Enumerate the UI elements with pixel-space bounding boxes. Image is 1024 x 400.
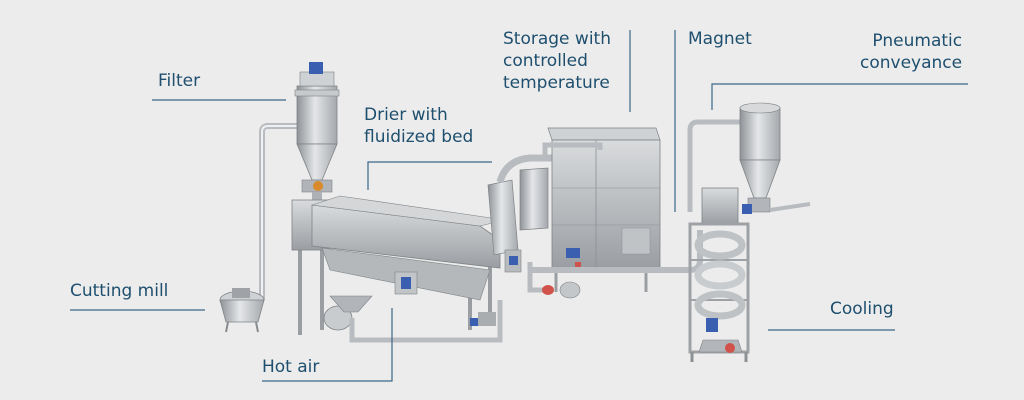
hot-air-pipe: [349, 300, 503, 343]
label-hot-air: Hot air: [262, 357, 320, 377]
label-storage: Storage with controlled temperature: [503, 29, 611, 93]
leader-hot-air: [262, 308, 393, 382]
label-filter: Filter: [158, 71, 201, 91]
label-drier: Drier with fluidized bed: [364, 105, 474, 147]
drier-unit: [291, 154, 560, 343]
filter-motor: [309, 62, 323, 74]
leader-pneumatic: [711, 83, 968, 110]
magnet-box: [701, 187, 739, 225]
label-cooling: Cooling: [830, 299, 894, 319]
label-cutting-mill: Cutting mill: [70, 281, 169, 301]
pneumatic-receiver: [739, 107, 781, 161]
filter-unit: [259, 62, 340, 300]
storage-unit: [527, 127, 703, 299]
label-magnet: Magnet: [688, 29, 752, 49]
cutting-mill-unit: [219, 288, 265, 333]
pneumatic-unit: [687, 102, 811, 214]
leader-drier: [367, 161, 492, 190]
label-pneumatic: Pneumatic conveyance: [860, 31, 963, 73]
leader-lines: [70, 30, 968, 382]
cooling-unit: [688, 187, 750, 362]
filter-cone: [296, 143, 338, 181]
